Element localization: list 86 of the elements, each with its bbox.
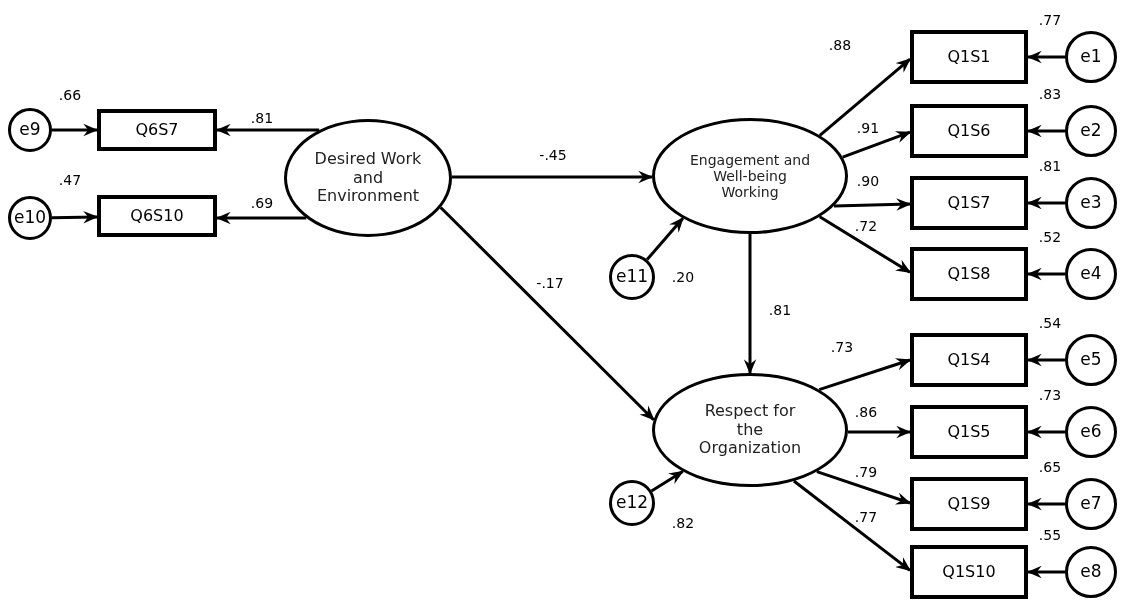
error-term-circle xyxy=(609,254,655,300)
coefficient-label: .81 xyxy=(1037,158,1063,174)
observed-variable-box xyxy=(910,333,1028,387)
observed-variable-box xyxy=(97,195,217,237)
edge-label: .81 xyxy=(767,302,793,318)
observed-variable-box xyxy=(910,247,1028,301)
variable-label: Q1S8 xyxy=(947,264,991,284)
error-term-circle xyxy=(1065,31,1117,83)
observed-variable-box xyxy=(910,176,1028,230)
arrow xyxy=(818,215,912,274)
arrow xyxy=(650,470,684,493)
error-label: e1 xyxy=(1080,47,1102,67)
coefficient-label: .20 xyxy=(670,269,696,285)
arrow xyxy=(452,170,654,184)
error-term-circle xyxy=(1065,546,1117,598)
arrow xyxy=(743,234,757,375)
coefficient-label: .65 xyxy=(1037,459,1063,475)
arrow xyxy=(833,198,912,211)
error-label: e11 xyxy=(615,267,649,287)
coefficient-label: .54 xyxy=(1037,315,1063,331)
observed-variable-box xyxy=(910,477,1028,531)
variable-label: Q1S1 xyxy=(947,47,991,67)
error-label: e5 xyxy=(1080,350,1102,370)
error-term-circle xyxy=(1065,334,1117,386)
arrow xyxy=(847,425,912,439)
error-term-circle xyxy=(8,196,52,240)
arrow xyxy=(52,123,99,137)
coefficient-label: .52 xyxy=(1037,229,1063,245)
error-label: e4 xyxy=(1080,264,1102,284)
edge-label: .81 xyxy=(249,110,275,126)
edge-label: .72 xyxy=(853,218,879,234)
coefficient-label: .83 xyxy=(1037,86,1063,102)
arrow xyxy=(645,217,685,261)
variable-label: Q1S6 xyxy=(947,121,991,141)
error-label: e8 xyxy=(1080,562,1102,582)
error-term-circle xyxy=(1065,177,1117,229)
observed-variable-box xyxy=(910,104,1028,158)
error-label: e7 xyxy=(1080,494,1102,514)
edge-label: .88 xyxy=(827,37,853,53)
coefficient-label: .66 xyxy=(57,87,83,103)
edge-label: -.45 xyxy=(538,147,568,163)
error-label: e12 xyxy=(615,493,649,513)
coefficient-label: .73 xyxy=(1037,387,1063,403)
latent-label: Desired Work and Environment xyxy=(313,150,423,206)
variable-label: Q6S10 xyxy=(130,206,184,226)
arrow xyxy=(818,358,912,392)
observed-variable-box xyxy=(97,109,217,151)
observed-variable-box xyxy=(910,405,1028,459)
error-term-circle xyxy=(1065,105,1117,157)
arrow xyxy=(842,130,912,159)
coefficient-label: .47 xyxy=(57,172,83,188)
error-label: e9 xyxy=(19,120,41,140)
error-label: e2 xyxy=(1080,121,1102,141)
variable-label: Q1S4 xyxy=(947,350,991,370)
error-term-circle xyxy=(1065,248,1117,300)
coefficient-label: .77 xyxy=(1037,12,1063,28)
variable-label: Q1S10 xyxy=(942,562,996,582)
latent-label: Engagement and Well-being Working xyxy=(688,151,812,201)
variable-label: Q1S9 xyxy=(947,494,991,514)
edge-label: .91 xyxy=(855,120,881,136)
edge-label: .73 xyxy=(829,339,855,355)
error-term-circle xyxy=(609,480,655,526)
observed-variable-box xyxy=(910,30,1028,84)
variable-label: Q1S5 xyxy=(947,422,991,442)
error-label: e10 xyxy=(13,208,47,228)
error-term-circle xyxy=(8,108,52,152)
coefficient-label: .82 xyxy=(670,515,696,531)
coefficient-label: .55 xyxy=(1037,527,1063,543)
edge-label: .86 xyxy=(853,404,879,420)
edge-label: -.17 xyxy=(535,275,565,291)
variable-label: Q6S7 xyxy=(135,120,179,140)
error-label: e3 xyxy=(1080,193,1102,213)
arrow xyxy=(51,210,99,224)
arrow xyxy=(793,479,911,572)
edge-label: .77 xyxy=(853,509,879,525)
arrow xyxy=(816,470,912,505)
error-term-circle xyxy=(1065,406,1117,458)
variable-label: Q1S7 xyxy=(947,193,991,213)
latent-label: Respect for the Organization xyxy=(697,402,803,458)
edge-label: .69 xyxy=(249,195,275,211)
observed-variable-box xyxy=(910,545,1028,599)
error-label: e6 xyxy=(1080,422,1102,442)
edge-label: .90 xyxy=(855,173,881,189)
edge-label: .79 xyxy=(853,464,879,480)
arrow xyxy=(818,57,911,137)
error-term-circle xyxy=(1065,478,1117,530)
